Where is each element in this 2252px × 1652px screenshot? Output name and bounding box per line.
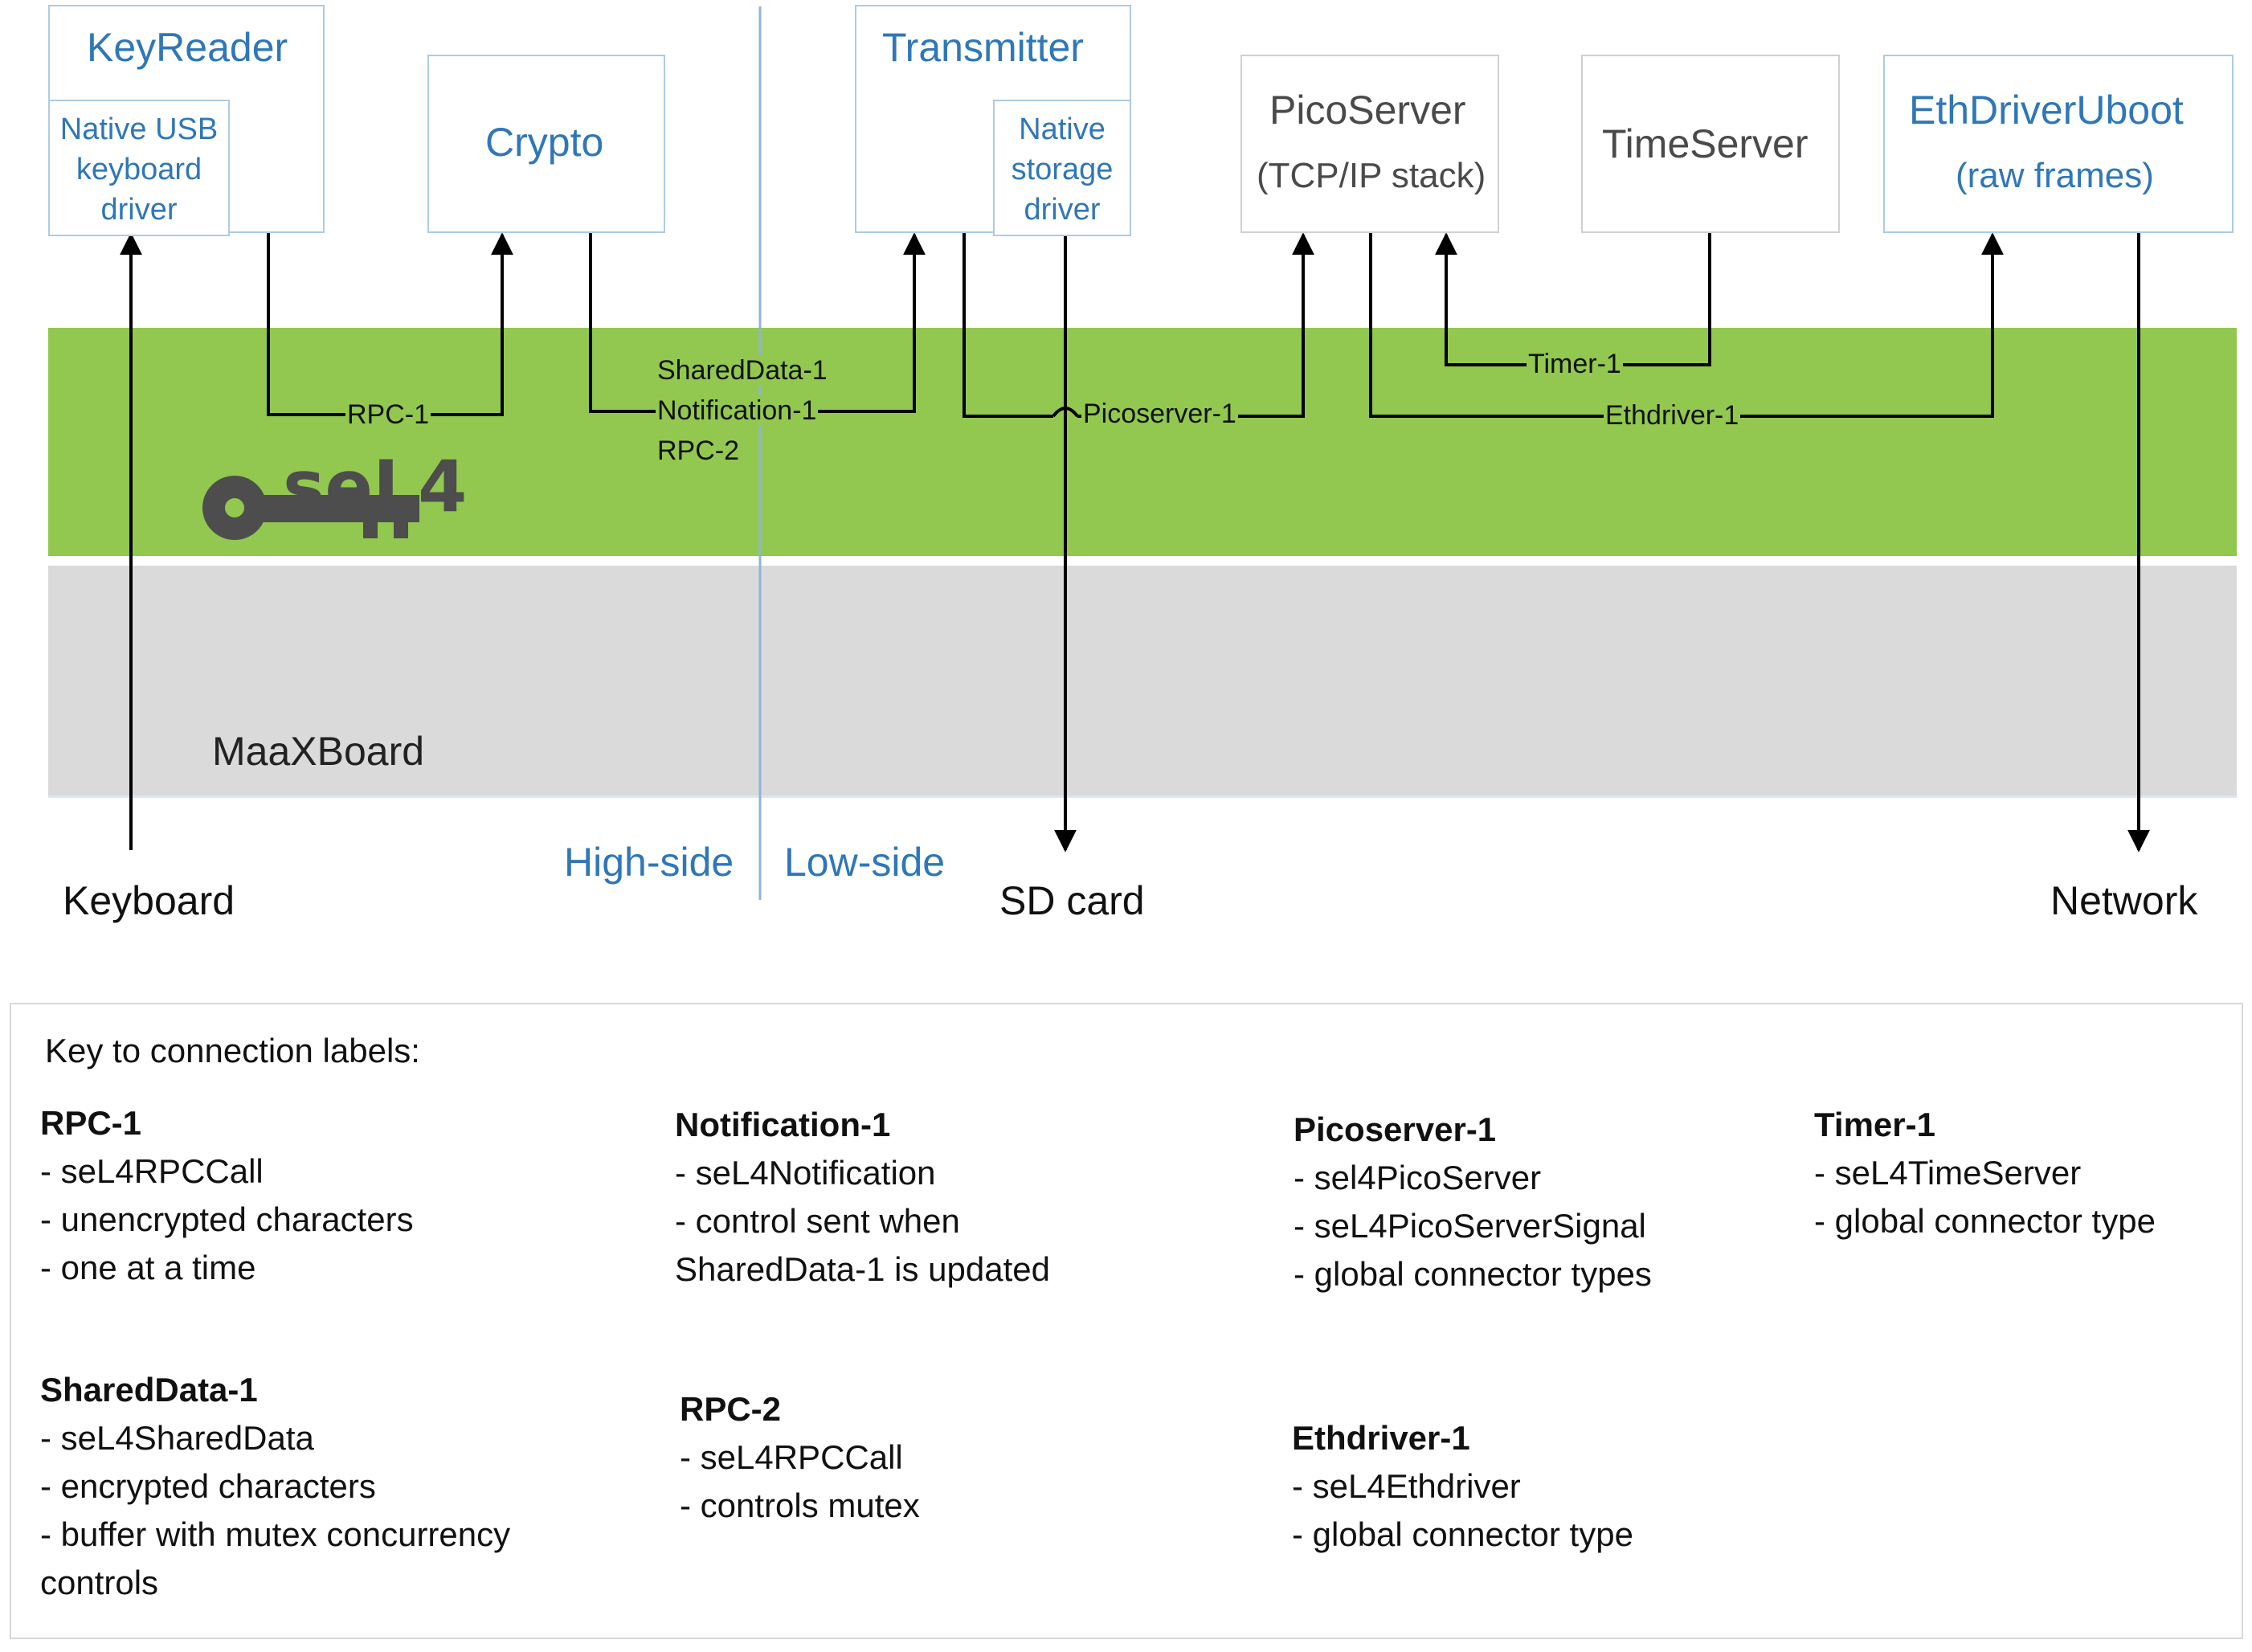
crypto-box: Crypto (427, 55, 665, 233)
conn-label-shareddata: SharedData-1 (656, 355, 829, 386)
key-entry-line: - encrypted characters (40, 1467, 376, 1505)
key-entry-line: - global connector type (1292, 1515, 1633, 1553)
sel4-key-logo: seL4 (202, 445, 467, 540)
picoserver-box: PicoServer (TCP/IP stack) (1240, 55, 1499, 233)
key-entry-line: - unencrypted characters (40, 1200, 414, 1238)
timeserver-title: TimeServer (1602, 121, 1809, 166)
key-heading: Key to connection labels: (45, 1032, 420, 1069)
key-entry-line: - seL4RPCCall (680, 1438, 903, 1476)
picoserver-subtitle: (TCP/IP stack) (1257, 156, 1486, 195)
sel4-logo-text: seL4 (283, 445, 467, 528)
rpc1-wire (267, 231, 513, 416)
key-entry-line: - buffer with mutex concurrency (40, 1515, 511, 1553)
key-entry-line: - seL4Ethdriver (1292, 1467, 1521, 1505)
key-entry-shareddata1: SharedData-1 - seL4SharedData - encrypte… (40, 1366, 510, 1607)
ethdriver-subtitle: (raw frames) (1956, 156, 2154, 195)
key-entry-line: - one at a time (40, 1249, 256, 1286)
eth-wire (1369, 231, 2004, 418)
key-entry-rpc2: RPC-2 - seL4RPCCall - controls mutex (680, 1385, 920, 1530)
key-entry-line: - controls mutex (680, 1486, 920, 1524)
key-entry-line: - seL4PicoServerSignal (1294, 1207, 1646, 1245)
board-label: MaaXBoard (212, 729, 425, 774)
high-side-label: High-side (564, 840, 734, 885)
keyboard-label: Keyboard (63, 878, 235, 923)
key-entry-title: RPC-1 (40, 1104, 142, 1142)
picoserver-title: PicoServer (1269, 88, 1466, 133)
storage-driver-box: Native storage driver (993, 100, 1131, 236)
crypto-title: Crypto (485, 120, 604, 165)
ethdriver-box: EthDriverUboot (raw frames) (1883, 55, 2234, 233)
key-entry-title: RPC-2 (680, 1390, 782, 1428)
key-entry-line: SharedData-1 is updated (675, 1250, 1050, 1288)
connection-key-box (10, 1003, 2243, 1639)
key-entry-title: SharedData-1 (40, 1371, 258, 1409)
key-entry-notification1: Notification-1 - seL4Notification - cont… (675, 1101, 1050, 1294)
key-entry-title: Ethdriver-1 (1292, 1419, 1470, 1457)
keyreader-box: KeyReader Native USB keyboard driver (48, 5, 325, 236)
key-entry-line: - sel4PicoServer (1294, 1159, 1542, 1196)
timer-wire (1435, 231, 1711, 366)
transmitter-title: Transmitter (882, 25, 1084, 70)
conn-label-timer: Timer-1 (1527, 349, 1623, 379)
maaxboard-layer (48, 566, 2237, 798)
conn-label-picoserver: Picoserver-1 (1081, 399, 1238, 429)
conn-label-rpc2: RPC-2 (656, 435, 742, 466)
conn-label-rpc1: RPC-1 (345, 399, 431, 430)
pico-wire-a (963, 231, 1053, 418)
key-entry-line: - global connector types (1294, 1255, 1652, 1293)
usb-driver-label: Native USB keyboard driver (59, 112, 219, 227)
key-entry-line: - global connector type (1814, 1202, 2156, 1240)
key-entry-line: - seL4RPCCall (40, 1152, 264, 1190)
key-entry-picoserver1: Picoserver-1 - sel4PicoServer - seL4Pico… (1294, 1106, 1652, 1298)
storage-driver-label: Native storage driver (1011, 112, 1114, 227)
usb-driver-box: Native USB keyboard driver (48, 100, 230, 236)
key-entry-line: controls (40, 1564, 159, 1601)
conn-label-ethdriver: Ethdriver-1 (1604, 400, 1741, 431)
key-entry-line: - seL4TimeServer (1814, 1154, 2082, 1192)
conn-label-notification: Notification-1 (656, 395, 819, 426)
key-entry-line: - seL4SharedData (40, 1419, 314, 1457)
transmitter-box: Transmitter Native storage driver (855, 5, 1131, 236)
low-side-label: Low-side (784, 840, 946, 885)
key-entry-title: Notification-1 (675, 1106, 891, 1143)
key-entry-line: - control sent when (675, 1202, 960, 1240)
sdcard-label: SD card (999, 878, 1145, 923)
ethdriver-title: EthDriverUboot (1909, 88, 2184, 133)
key-entry-rpc1: RPC-1 - seL4RPCCall - unencrypted charac… (40, 1099, 414, 1292)
key-entry-ethdriver1: Ethdriver-1 - seL4Ethdriver - global con… (1292, 1414, 1633, 1559)
key-entry-title: Picoserver-1 (1294, 1110, 1497, 1148)
timeserver-box: TimeServer (1581, 55, 1840, 233)
key-entry-title: Timer-1 (1814, 1106, 1935, 1143)
network-label: Network (2050, 878, 2198, 923)
pico-wire-b (1077, 232, 1314, 418)
key-entry-line: - seL4Notification (675, 1154, 936, 1192)
key-entry-timer1: Timer-1 - seL4TimeServer - global connec… (1814, 1101, 2156, 1245)
keyreader-title: KeyReader (87, 25, 288, 70)
